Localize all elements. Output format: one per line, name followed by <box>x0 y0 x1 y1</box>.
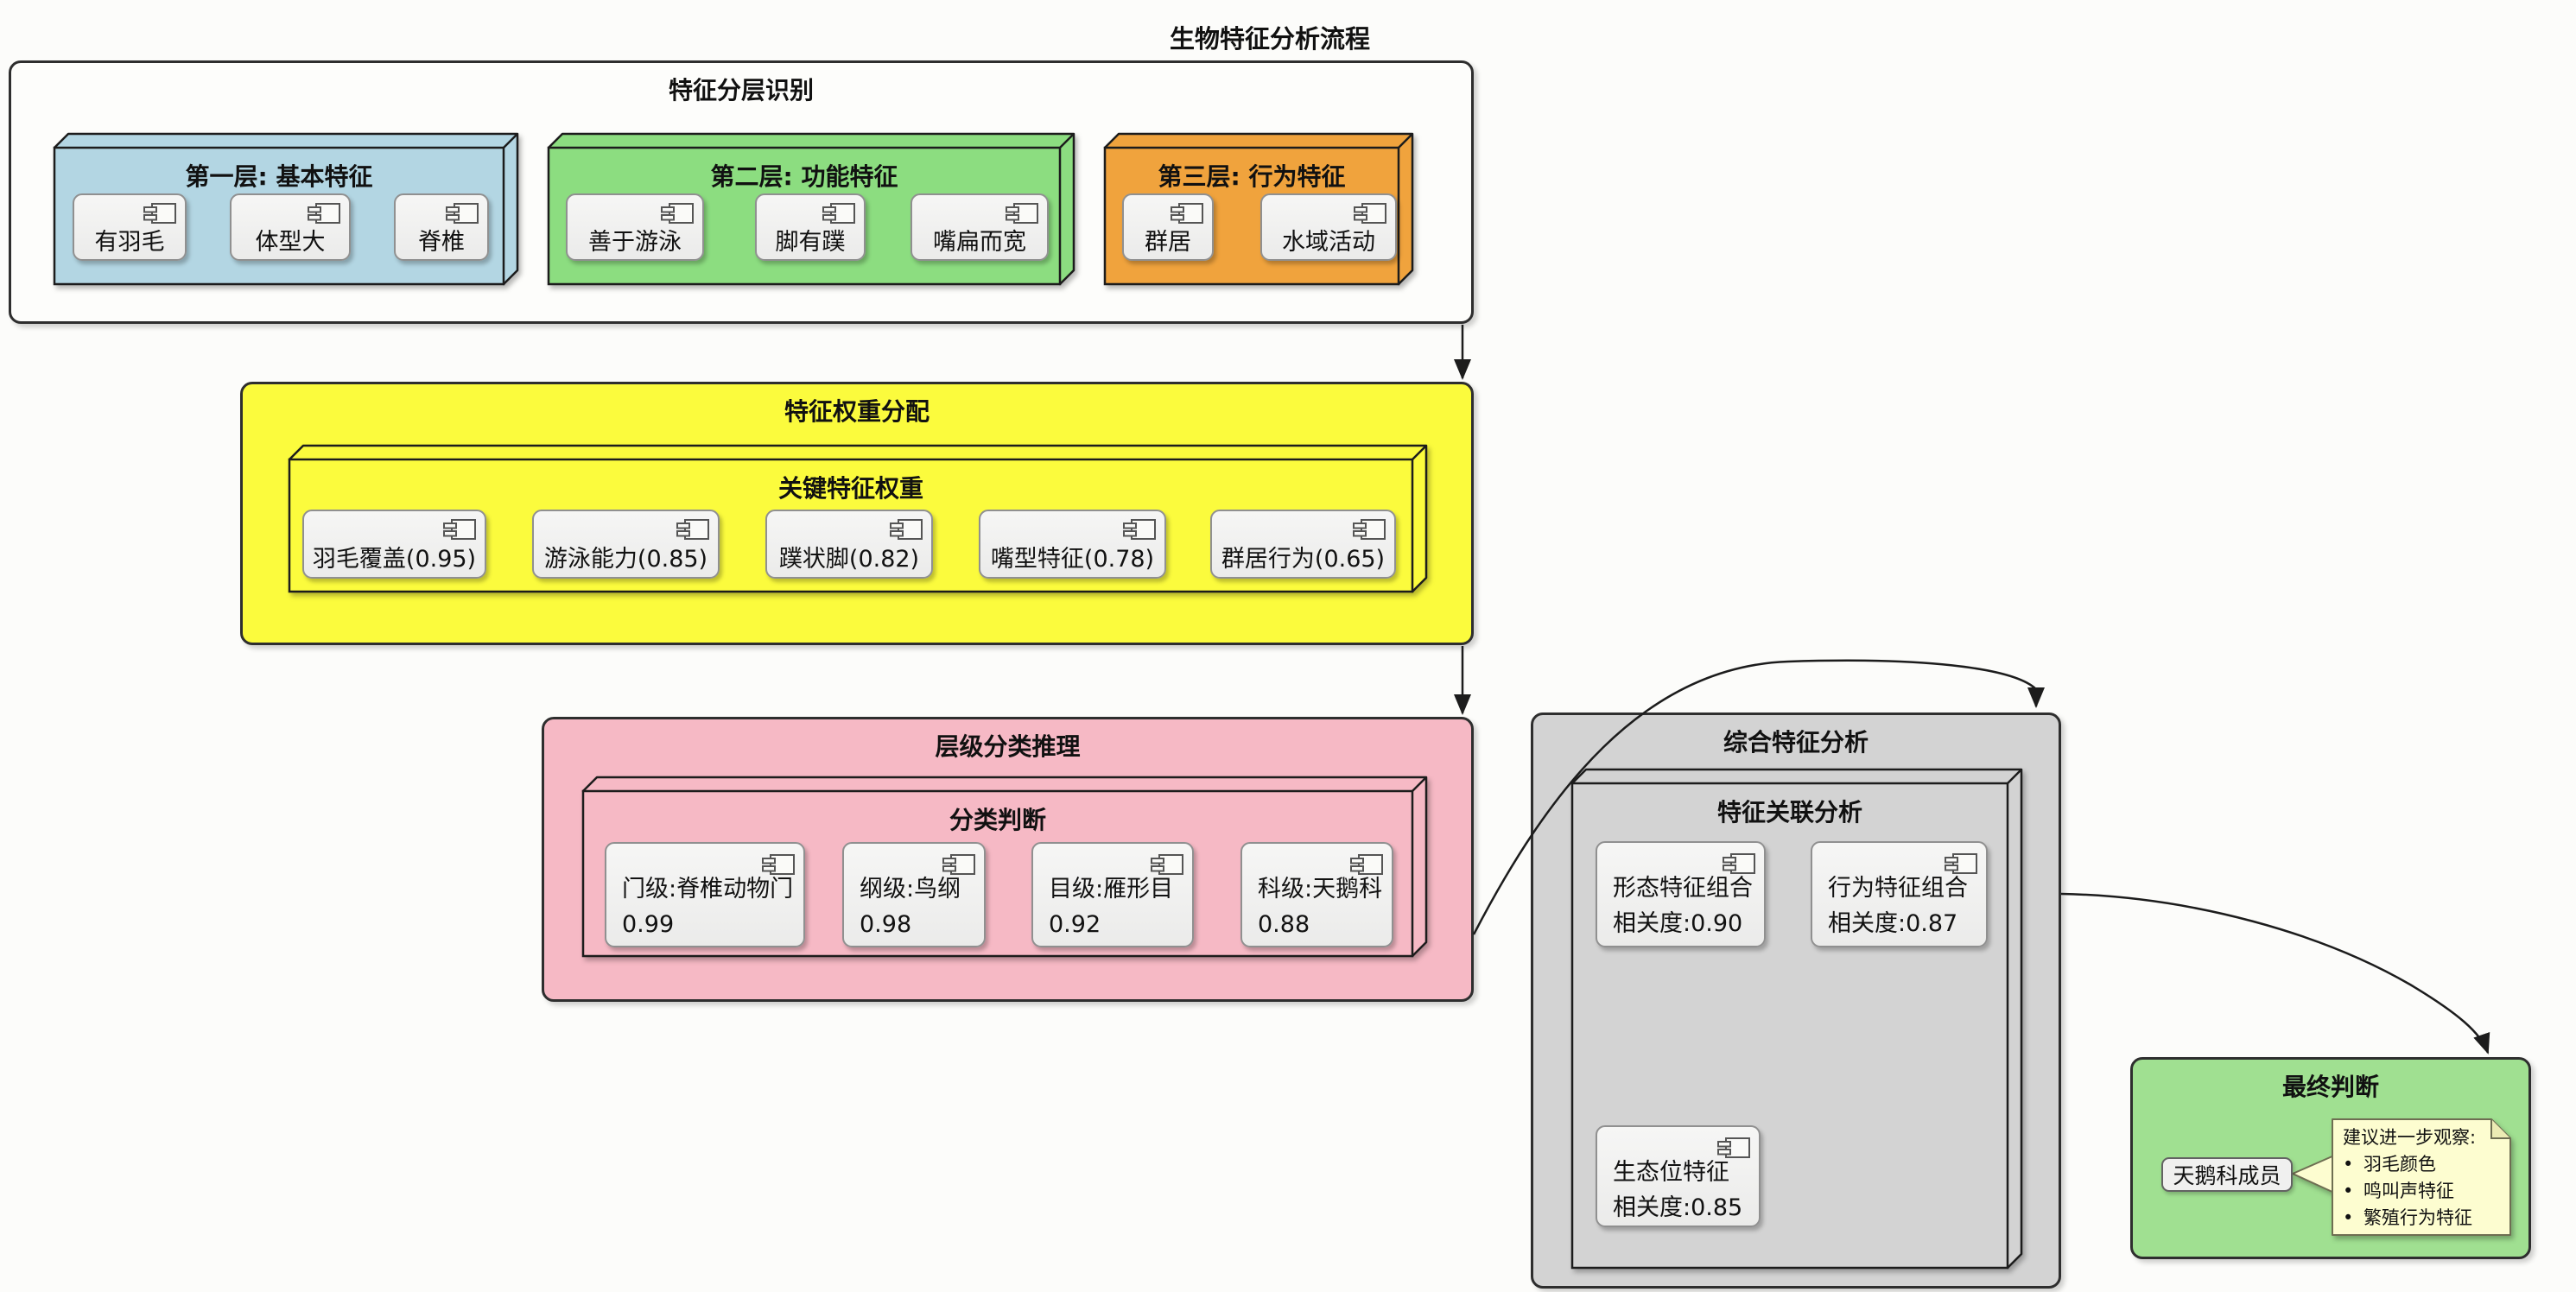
component-weight-beak: 嘴型特征(0.78) <box>979 510 1166 579</box>
bullet-icon: • <box>2343 1181 2354 1201</box>
arrow-comprehensive-to-final <box>2060 892 2490 1054</box>
component-value: 0.98 <box>860 911 912 938</box>
component-icon <box>1352 518 1386 547</box>
component-value: 相关度:0.87 <box>1828 910 1958 937</box>
component-vertebra: 脊椎 <box>394 193 489 261</box>
component-large-body: 体型大 <box>230 193 351 261</box>
component-icon <box>1944 850 1978 885</box>
note-observation-suggestions: 建议进一步观察: •羽毛颜色 •鸣叫声特征 •繁殖行为特征 <box>2343 1124 2507 1232</box>
component-icon <box>761 851 796 886</box>
component-value: 相关度:0.90 <box>1613 910 1743 937</box>
note-item: •繁殖行为特征 <box>2343 1205 2507 1232</box>
node-title-behavior-features: 第三层: 行为特征 <box>1158 162 1346 191</box>
component-icon <box>1722 850 1756 885</box>
container-weight-allocation-title: 特征权重分配 <box>784 397 930 426</box>
component-icon <box>1716 1134 1751 1169</box>
component-icon <box>1122 518 1157 547</box>
component-class: 纲级:鸟纲 0.98 <box>842 842 986 947</box>
node-title-feature-correlation: 特征关联分析 <box>1716 798 1862 826</box>
container-comprehensive-title: 综合特征分析 <box>1723 728 1869 757</box>
node-title-basic-features: 第一层: 基本特征 <box>185 162 373 191</box>
component-weight-swimming: 游泳能力(0.85) <box>532 510 720 579</box>
component-gregarious: 群居 <box>1122 193 1214 261</box>
component-value: 0.88 <box>1258 911 1310 938</box>
component-behavior-combo: 行为特征组合 相关度:0.87 <box>1811 841 1988 947</box>
bullet-icon: • <box>2343 1207 2354 1228</box>
component-value: 0.92 <box>1049 911 1101 938</box>
component-icon <box>676 518 710 547</box>
component-icon <box>1170 202 1204 231</box>
component-icon <box>442 518 477 547</box>
node-title-key-feature-weights: 关键特征权重 <box>777 474 923 503</box>
component-icon <box>889 518 923 547</box>
container-final-judgement-title: 最终判断 <box>2281 1073 2379 1101</box>
component-icon <box>1349 851 1384 886</box>
component-value: 相关度:0.85 <box>1613 1194 1743 1221</box>
component-good-swimmer: 善于游泳 <box>566 193 704 261</box>
note-item: •羽毛颜色 <box>2343 1151 2507 1178</box>
component-weight-webbed: 蹼状脚(0.82) <box>765 510 933 579</box>
component-icon <box>1005 202 1039 231</box>
component-order: 目级:雁形目 0.92 <box>1031 842 1194 947</box>
component-phylum: 门级:脊椎动物门 0.99 <box>605 842 805 947</box>
member-label: 天鹅科成员 <box>2173 1163 2281 1188</box>
member-swan-family: 天鹅科成员 <box>2161 1157 2293 1192</box>
component-icon <box>660 202 695 231</box>
component-icon <box>307 202 341 231</box>
container-layer-recognition-title: 特征分层识别 <box>668 76 814 104</box>
component-feather: 有羽毛 <box>73 193 187 261</box>
diagram-title: 生物特征分析流程 <box>1169 24 1370 54</box>
component-icon <box>822 202 856 231</box>
component-icon <box>1150 851 1184 886</box>
component-icon <box>143 202 177 231</box>
node-title-classification-judgement: 分类判断 <box>949 806 1046 834</box>
component-weight-feather-coverage: 羽毛覆盖(0.95) <box>302 510 486 579</box>
component-icon <box>1353 202 1387 231</box>
component-weight-gregarious: 群居行为(0.65) <box>1210 510 1396 579</box>
component-icon <box>942 851 976 886</box>
container-classification-title: 层级分类推理 <box>935 732 1081 761</box>
node-title-functional-features: 第二层: 功能特征 <box>710 162 898 191</box>
component-aquatic-activity: 水域活动 <box>1260 193 1397 261</box>
component-ecological-niche: 生态位特征 相关度:0.85 <box>1596 1125 1761 1227</box>
note-item: •鸣叫声特征 <box>2343 1178 2507 1205</box>
component-icon <box>445 202 479 231</box>
component-morphology-combo: 形态特征组合 相关度:0.90 <box>1596 841 1766 947</box>
component-webbed-feet: 脚有蹼 <box>755 193 866 261</box>
bullet-icon: • <box>2343 1154 2354 1175</box>
note-heading: 建议进一步观察: <box>2343 1127 2477 1148</box>
component-value: 0.99 <box>622 911 675 938</box>
component-flat-wide-beak: 嘴扁而宽 <box>910 193 1049 261</box>
component-family: 科级:天鹅科 0.88 <box>1240 842 1393 947</box>
